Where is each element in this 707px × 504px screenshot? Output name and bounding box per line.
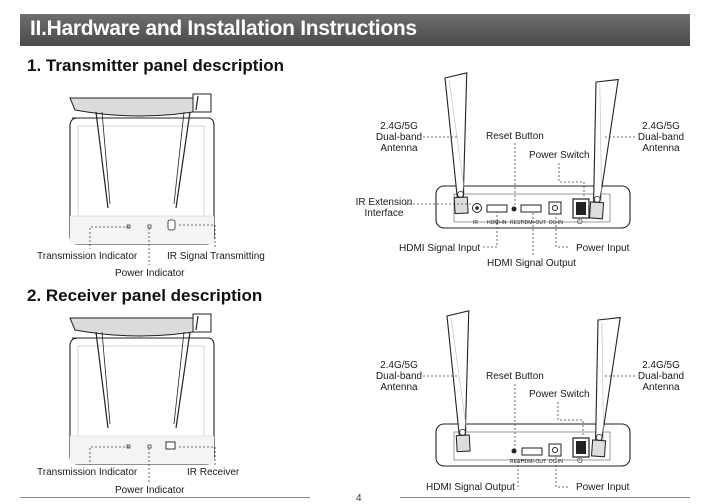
label-power-switch: Power Switch (529, 389, 590, 400)
label-antenna-right: 2.4G/5G Dual-band Antenna (637, 360, 685, 393)
port-label-hdmi-out: HDMI-OUT (521, 459, 546, 465)
footer-rule-right (400, 497, 690, 498)
label-antenna-left: 2.4G/5G Dual-band Antenna (375, 121, 423, 154)
power-symbol-icon: ⏻ (577, 219, 583, 226)
port-label-dc-in: DC-IN (549, 220, 563, 226)
label-power-input: Power Input (576, 243, 630, 254)
label-reset-button: Reset Button (486, 131, 544, 142)
label-hdmi-signal-input: HDMI Signal Input (399, 243, 481, 254)
port-label-ir: IR (473, 220, 478, 226)
port-label-hdmi-in: HDMI-IN (487, 220, 507, 226)
label-antenna-left: 2.4G/5G Dual-band Antenna (375, 360, 423, 393)
label-power-input: Power Input (576, 482, 630, 493)
page-number: 4 (356, 493, 362, 504)
section-title-transmitter: 1. Transmitter panel description (27, 56, 284, 75)
label-power-indicator: Power Indicator (115, 485, 185, 496)
section-title-receiver: 2. Receiver panel description (27, 286, 263, 305)
label-antenna-right: 2.4G/5G Dual-band Antenna (637, 121, 685, 154)
port-label-rest: REST (510, 459, 524, 465)
footer-rule-left (20, 497, 310, 498)
label-ir-signal-transmitting: IR Signal Transmitting (167, 251, 265, 262)
port-label-hdmi-out: HDMI-OUT (521, 220, 546, 226)
page-title: II.Hardware and Installation Instruction… (30, 17, 417, 40)
label-reset-button: Reset Button (486, 371, 544, 382)
label-transmission-indicator: Transmission Indicator (37, 251, 138, 262)
label-transmission-indicator: Transmission Indicator (37, 467, 138, 478)
header-banner: II.Hardware and Installation Instruction… (20, 14, 690, 46)
label-power-indicator: Power Indicator (115, 268, 185, 279)
port-label-rest: REST (510, 220, 524, 226)
label-ir-receiver: IR Receiver (187, 467, 240, 478)
label-ir-extension-interface: IR Extension Interface (355, 197, 413, 219)
power-symbol-icon: ⏻ (577, 458, 583, 465)
label-hdmi-signal-output: HDMI Signal Output (426, 482, 515, 493)
label-power-switch: Power Switch (529, 150, 590, 161)
port-label-dc-in: DC-IN (549, 459, 563, 465)
label-hdmi-signal-output: HDMI Signal Output (487, 258, 576, 269)
